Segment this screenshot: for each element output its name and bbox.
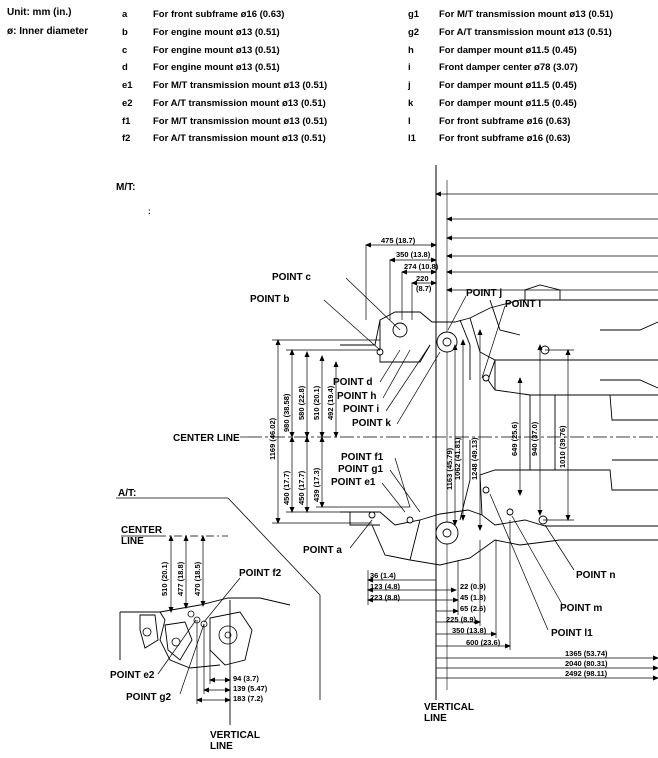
- dim-1010: 1010 (39.76): [558, 425, 567, 468]
- mt-vertical-line-label-2: LINE: [424, 713, 447, 724]
- label-point-g1: POINT g1: [338, 464, 383, 475]
- mt-vertical-line-label-1: VERTICAL: [424, 702, 474, 713]
- dim-439: 439 (17.3): [312, 467, 321, 502]
- dim-1248: 1248 (49.13): [470, 437, 479, 480]
- dim-475: 475 (18.7): [381, 236, 416, 245]
- label-point-e1: POINT e1: [331, 477, 376, 488]
- dim-510: 510 (20.1): [312, 385, 321, 420]
- mt-top-dimensions: [365, 242, 437, 320]
- dim-450b: 450 (17.7): [297, 470, 306, 505]
- at-vertical-line-label-1: VERTICAL: [210, 730, 260, 741]
- dim-2040: 2040 (80.31): [565, 659, 608, 668]
- at-vertical-dimensions: [168, 535, 206, 613]
- dim-220: 220: [416, 274, 429, 283]
- mt-right-leaders: [435, 191, 658, 293]
- label-point-n: POINT n: [576, 570, 615, 581]
- dim-2492: 2492 (98.11): [565, 669, 608, 678]
- dim-980: 980 (38.58): [282, 393, 291, 432]
- at-dim-94: 94 (3.7): [233, 674, 259, 683]
- label-point-m: POINT m: [560, 603, 602, 614]
- label-point-j: POINT j: [466, 288, 502, 299]
- label-point-g2: POINT g2: [126, 692, 171, 703]
- mt-center-line-label: CENTER LINE: [173, 433, 240, 444]
- dim-220-in: (8.7): [416, 284, 432, 293]
- dim-1062: 1062 (41.81): [453, 437, 462, 480]
- label-point-f2: POINT f2: [239, 568, 282, 579]
- dim-450a: 450 (17.7): [282, 470, 291, 505]
- label-point-i: POINT i: [343, 404, 379, 415]
- label-point-l1: POINT l1: [551, 628, 593, 639]
- dim-580: 580 (22.8): [297, 385, 306, 420]
- mt-title: M/T:: [116, 182, 135, 193]
- dim-274: 274 (10.8): [404, 262, 439, 271]
- label-point-b: POINT b: [250, 294, 289, 305]
- dim-36: 36 (1.4): [370, 571, 396, 580]
- at-dim-510: 510 (20.1): [160, 561, 169, 596]
- label-point-e2: POINT e2: [110, 670, 155, 681]
- mt-left-vertical-dimensions: [272, 339, 410, 524]
- label-point-d: POINT d: [333, 377, 372, 388]
- label-point-f1: POINT f1: [341, 452, 384, 463]
- dim-350: 350 (13.8): [396, 250, 431, 259]
- at-dim-470: 470 (18.5): [193, 561, 202, 596]
- mt-point-leaders: [323, 277, 575, 631]
- inner-diameter-label: ø: Inner diameter: [7, 26, 89, 37]
- dim-65: 65 (2.6): [460, 604, 486, 613]
- at-bottom-dimensions: [196, 620, 231, 704]
- dim-1169: 1169 (46.02): [268, 417, 277, 460]
- at-vertical-line-label-2: LINE: [210, 741, 233, 752]
- at-mount-holes: [142, 610, 238, 647]
- mt-marker: :: [148, 207, 151, 216]
- dim-1365: 1365 (53.74): [565, 649, 608, 658]
- dim-45: 45 (1.8): [460, 593, 486, 602]
- dim-1163: 1163 (45.79): [445, 447, 454, 490]
- label-point-k: POINT k: [352, 418, 391, 429]
- label-point-l: POINT l: [505, 299, 541, 310]
- at-title: A/T:: [118, 488, 136, 499]
- label-point-a: POINT a: [303, 545, 342, 556]
- dim-940: 940 (37.0): [530, 421, 539, 456]
- at-dim-477: 477 (18.8): [176, 561, 185, 596]
- dim-22: 22 (0.9): [460, 582, 486, 591]
- dim-649: 649 (25.6): [510, 421, 519, 456]
- at-dim-183: 183 (7.2): [233, 694, 264, 703]
- mt-frame-body: [340, 284, 658, 566]
- dim-223: 223 (8.8): [370, 593, 401, 602]
- dim-350b: 350 (13.8): [452, 626, 487, 635]
- dim-123: 123 (4.8): [370, 582, 401, 591]
- at-dim-139: 139 (5.47): [233, 684, 268, 693]
- at-point-leaders: [157, 577, 241, 695]
- at-center-label-2: LINE: [121, 536, 144, 547]
- mt-right-vertical-dimensions: [452, 329, 574, 531]
- dim-492: 492 (19.4): [326, 385, 335, 420]
- dim-600: 600 (23.6): [466, 638, 501, 647]
- at-frame-diagonal: [227, 497, 321, 596]
- unit-label: Unit: mm (in.): [7, 7, 72, 18]
- label-point-h: POINT h: [337, 391, 376, 402]
- at-center-label-1: CENTER: [121, 525, 163, 536]
- dim-225: 225 (8.9): [446, 615, 477, 624]
- label-point-c: POINT c: [272, 272, 311, 283]
- mt-bottom-dimensions: [367, 520, 658, 681]
